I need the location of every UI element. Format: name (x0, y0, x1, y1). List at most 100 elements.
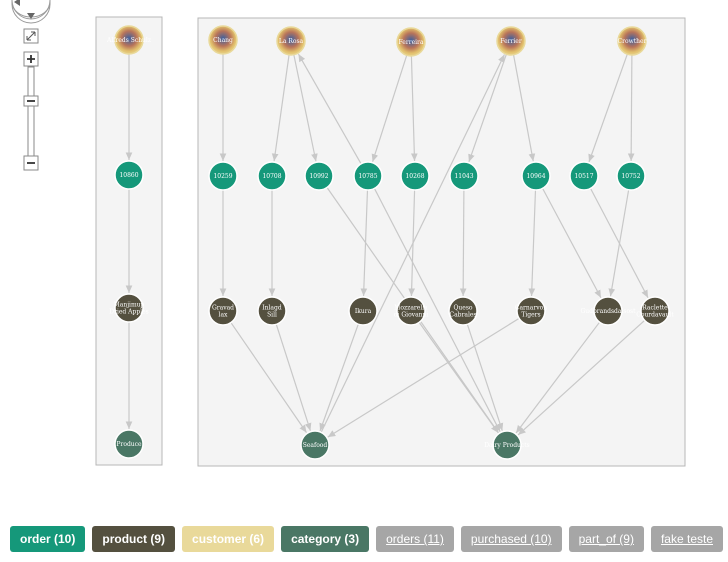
edge-c_crowther-o10752[interactable] (627, 54, 635, 162)
category-circle[interactable] (492, 430, 522, 460)
product-node-p_gudbrand[interactable]: Gudbrandsdalsost (580, 296, 636, 326)
order-circle[interactable] (114, 160, 144, 190)
order-node-o10860[interactable]: 10860 (114, 160, 144, 190)
legend-chip-category[interactable]: category (3) (281, 526, 370, 552)
order-circle[interactable] (257, 161, 287, 191)
product-circle[interactable] (257, 296, 287, 326)
category-node-cat_dairy[interactable]: Dairy Products (484, 430, 530, 460)
fit-to-screen-icon[interactable] (23, 28, 39, 44)
edge-p_mozzarella-cat_dairy[interactable] (418, 322, 499, 434)
product-circle[interactable] (640, 296, 670, 326)
customer-circle[interactable] (208, 25, 238, 55)
edge-o10752-p_gudbrand[interactable] (608, 189, 630, 297)
edge-p_raclette-cat_dairy[interactable] (517, 319, 646, 436)
customer-node-c_alfreds[interactable]: Alfreds Schulz (106, 25, 151, 55)
order-node-o10259[interactable]: 10259 (208, 161, 238, 191)
graph-canvas[interactable]: Alfreds Schulz Chang La Rosa Ferreira Ferrie… (0, 0, 728, 520)
product-circle[interactable] (348, 296, 378, 326)
legend-chip-purchased[interactable]: purchased (10) (460, 526, 562, 552)
order-circle[interactable] (208, 161, 238, 191)
order-node-o10708[interactable]: 10708 (257, 161, 287, 191)
zoom-in-icon[interactable] (23, 51, 39, 67)
customer-label: Crowther (618, 38, 647, 45)
order-node-o10992[interactable]: 10992 (304, 161, 334, 191)
category-circle[interactable] (114, 429, 144, 459)
order-circle[interactable] (449, 161, 479, 191)
edge-o10785-c_la[interactable] (297, 53, 362, 165)
product-circle[interactable] (593, 296, 623, 326)
order-circle[interactable] (616, 161, 646, 191)
edge-o10785-cat_dairy[interactable] (373, 188, 501, 432)
order-node-o10964[interactable]: 10964 (521, 161, 551, 191)
edge-p_carnarvon-cat_seafood[interactable] (327, 317, 520, 438)
legend-chip-orders[interactable]: orders (11) (376, 526, 454, 552)
edge-c_la-o10992[interactable] (293, 54, 318, 162)
product-circle[interactable] (516, 296, 546, 326)
category-node-cat_produce[interactable]: Produce (114, 429, 144, 459)
edge-o10964-p_gudbrand[interactable] (542, 188, 602, 299)
edge-cat_seafood-c_ferrier[interactable] (320, 54, 505, 433)
customer-node-c_crowther[interactable]: Crowther (617, 26, 647, 56)
customer-node-c_ferreira[interactable]: Ferreira (396, 27, 426, 57)
order-node-o10752[interactable]: 10752 (616, 161, 646, 191)
edge-p_ikura-cat_seafood[interactable] (319, 323, 359, 432)
category-label: Produce (116, 441, 142, 448)
order-label: 10992 (309, 173, 328, 180)
pan-control-icon[interactable] (11, 0, 51, 24)
edge-c_ferreira-o10268[interactable] (410, 55, 418, 162)
customer-node-c_la[interactable]: La Rosa (276, 26, 306, 56)
category-circle[interactable] (300, 430, 330, 460)
customer-circle[interactable] (496, 26, 526, 56)
legend-chip-product[interactable]: product (9) (92, 526, 176, 552)
edge-p_queso-cat_dairy[interactable] (466, 324, 504, 431)
edge-c_ferreira-o10785[interactable] (371, 55, 408, 162)
legend-chip-order[interactable]: order (10) (10, 526, 86, 552)
product-circle[interactable] (396, 296, 426, 326)
zoom-out-icon[interactable] (23, 155, 39, 171)
customer-circle[interactable] (396, 27, 426, 57)
customer-node-c_ferrier[interactable]: Ferrier (496, 26, 526, 56)
edge-c_ferrier-o11043[interactable] (468, 54, 507, 163)
zoom-slider-icon[interactable] (23, 66, 39, 157)
edge-p_gudbrand-cat_dairy[interactable] (515, 321, 601, 434)
customer-circle[interactable] (617, 26, 647, 56)
customer-circle[interactable] (276, 26, 306, 56)
order-node-o10268[interactable]: 10268 (400, 161, 430, 191)
customer-circle[interactable] (114, 25, 144, 55)
edge-o10964-p_carnarvon[interactable] (528, 189, 537, 297)
order-circle[interactable] (521, 161, 551, 191)
customer-node-c_chang[interactable]: Chang (208, 25, 238, 55)
order-circle[interactable] (304, 161, 334, 191)
product-label: Sill (267, 312, 277, 319)
legend-chip-fake[interactable]: fake teste (650, 526, 723, 552)
order-node-o10785[interactable]: 10785 (353, 161, 383, 191)
product-label: di Giovanni (394, 312, 429, 319)
product-label: Courdavault (636, 312, 674, 319)
order-node-o10517[interactable]: 10517 (569, 161, 599, 191)
order-circle[interactable] (569, 161, 599, 191)
edge-c_ferrier-o10964[interactable] (512, 54, 536, 162)
order-node-o11043[interactable]: 11043 (449, 161, 479, 191)
legend-chip-part_of[interactable]: part_of (9) (568, 526, 644, 552)
legend-chip-customer[interactable]: customer (6) (182, 526, 275, 552)
category-label: Dairy Products (484, 442, 530, 449)
order-circle[interactable] (353, 161, 383, 191)
product-circle[interactable] (208, 296, 238, 326)
category-node-cat_seafood[interactable]: Seafood (300, 430, 330, 460)
product-circle[interactable] (114, 293, 144, 323)
product-node-p_ikura[interactable]: Ikura (348, 296, 378, 326)
edge-p_gravad-cat_seafood[interactable] (230, 322, 308, 433)
product-circle[interactable] (448, 296, 478, 326)
order-circle[interactable] (400, 161, 430, 191)
edge-p_inlagd-cat_seafood[interactable] (275, 324, 312, 431)
edge-c_la-o10708[interactable] (271, 54, 290, 162)
edge-o11043-p_queso[interactable] (459, 189, 467, 297)
edge-c_crowther-o10517[interactable] (588, 53, 628, 163)
